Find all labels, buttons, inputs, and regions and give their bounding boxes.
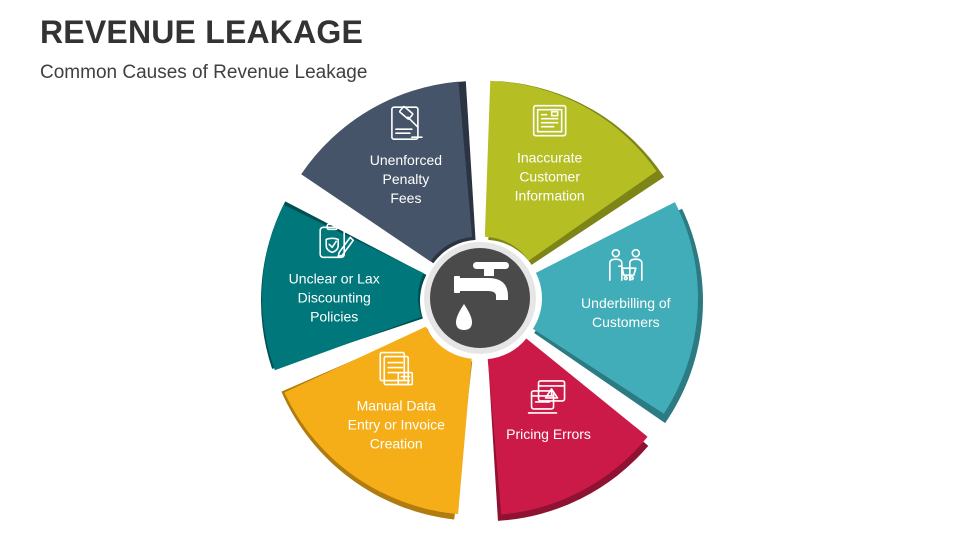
checked-clipboard-pen-icon (319, 223, 355, 259)
gavel-document-icon (391, 105, 423, 141)
segment-label-line: Unclear or Lax (289, 270, 380, 286)
segment-label-line: Inaccurate (517, 150, 583, 166)
segment-label-line: Entry or Invoice (348, 417, 445, 433)
page-subtitle: Common Causes of Revenue Leakage (40, 62, 368, 83)
segment-label-line: Customer (519, 169, 580, 185)
segment-label-line: Information (515, 188, 585, 204)
dripping-faucet-icon (454, 262, 509, 330)
center-hub (424, 242, 536, 354)
data-entry-forms-icon (379, 351, 414, 386)
segment-face (487, 338, 648, 515)
segment-label-line: Customers (592, 314, 660, 330)
segment-label-line: Policies (310, 308, 358, 324)
segment-label-line: Creation (370, 436, 423, 452)
segment-label-line: Pricing Errors (506, 426, 591, 442)
segment-label-line: Manual Data (357, 398, 437, 414)
segment-label-line: Penalty (383, 171, 430, 187)
center-disc (430, 248, 530, 348)
segment-face (262, 204, 424, 371)
segment-label-line: Discounting (298, 289, 371, 305)
segment-face (301, 81, 473, 262)
segment-face (532, 202, 698, 414)
document-form-icon (532, 104, 567, 137)
segment-pricing-errors: Pricing Errors (487, 338, 649, 521)
segment-label-line: Underbilling of (581, 295, 671, 311)
segment-face (484, 80, 657, 261)
browser-warning-icon (527, 380, 566, 414)
segment-label-line: Fees (390, 190, 421, 206)
segment-underbilling-of-customers: Underbilling of Customers (532, 202, 703, 424)
segment-face (284, 326, 472, 515)
people-with-cart-icon (608, 248, 643, 281)
page-title: REVENUE LEAKAGE (40, 14, 364, 50)
segment-label-line: Unenforced (370, 152, 442, 168)
